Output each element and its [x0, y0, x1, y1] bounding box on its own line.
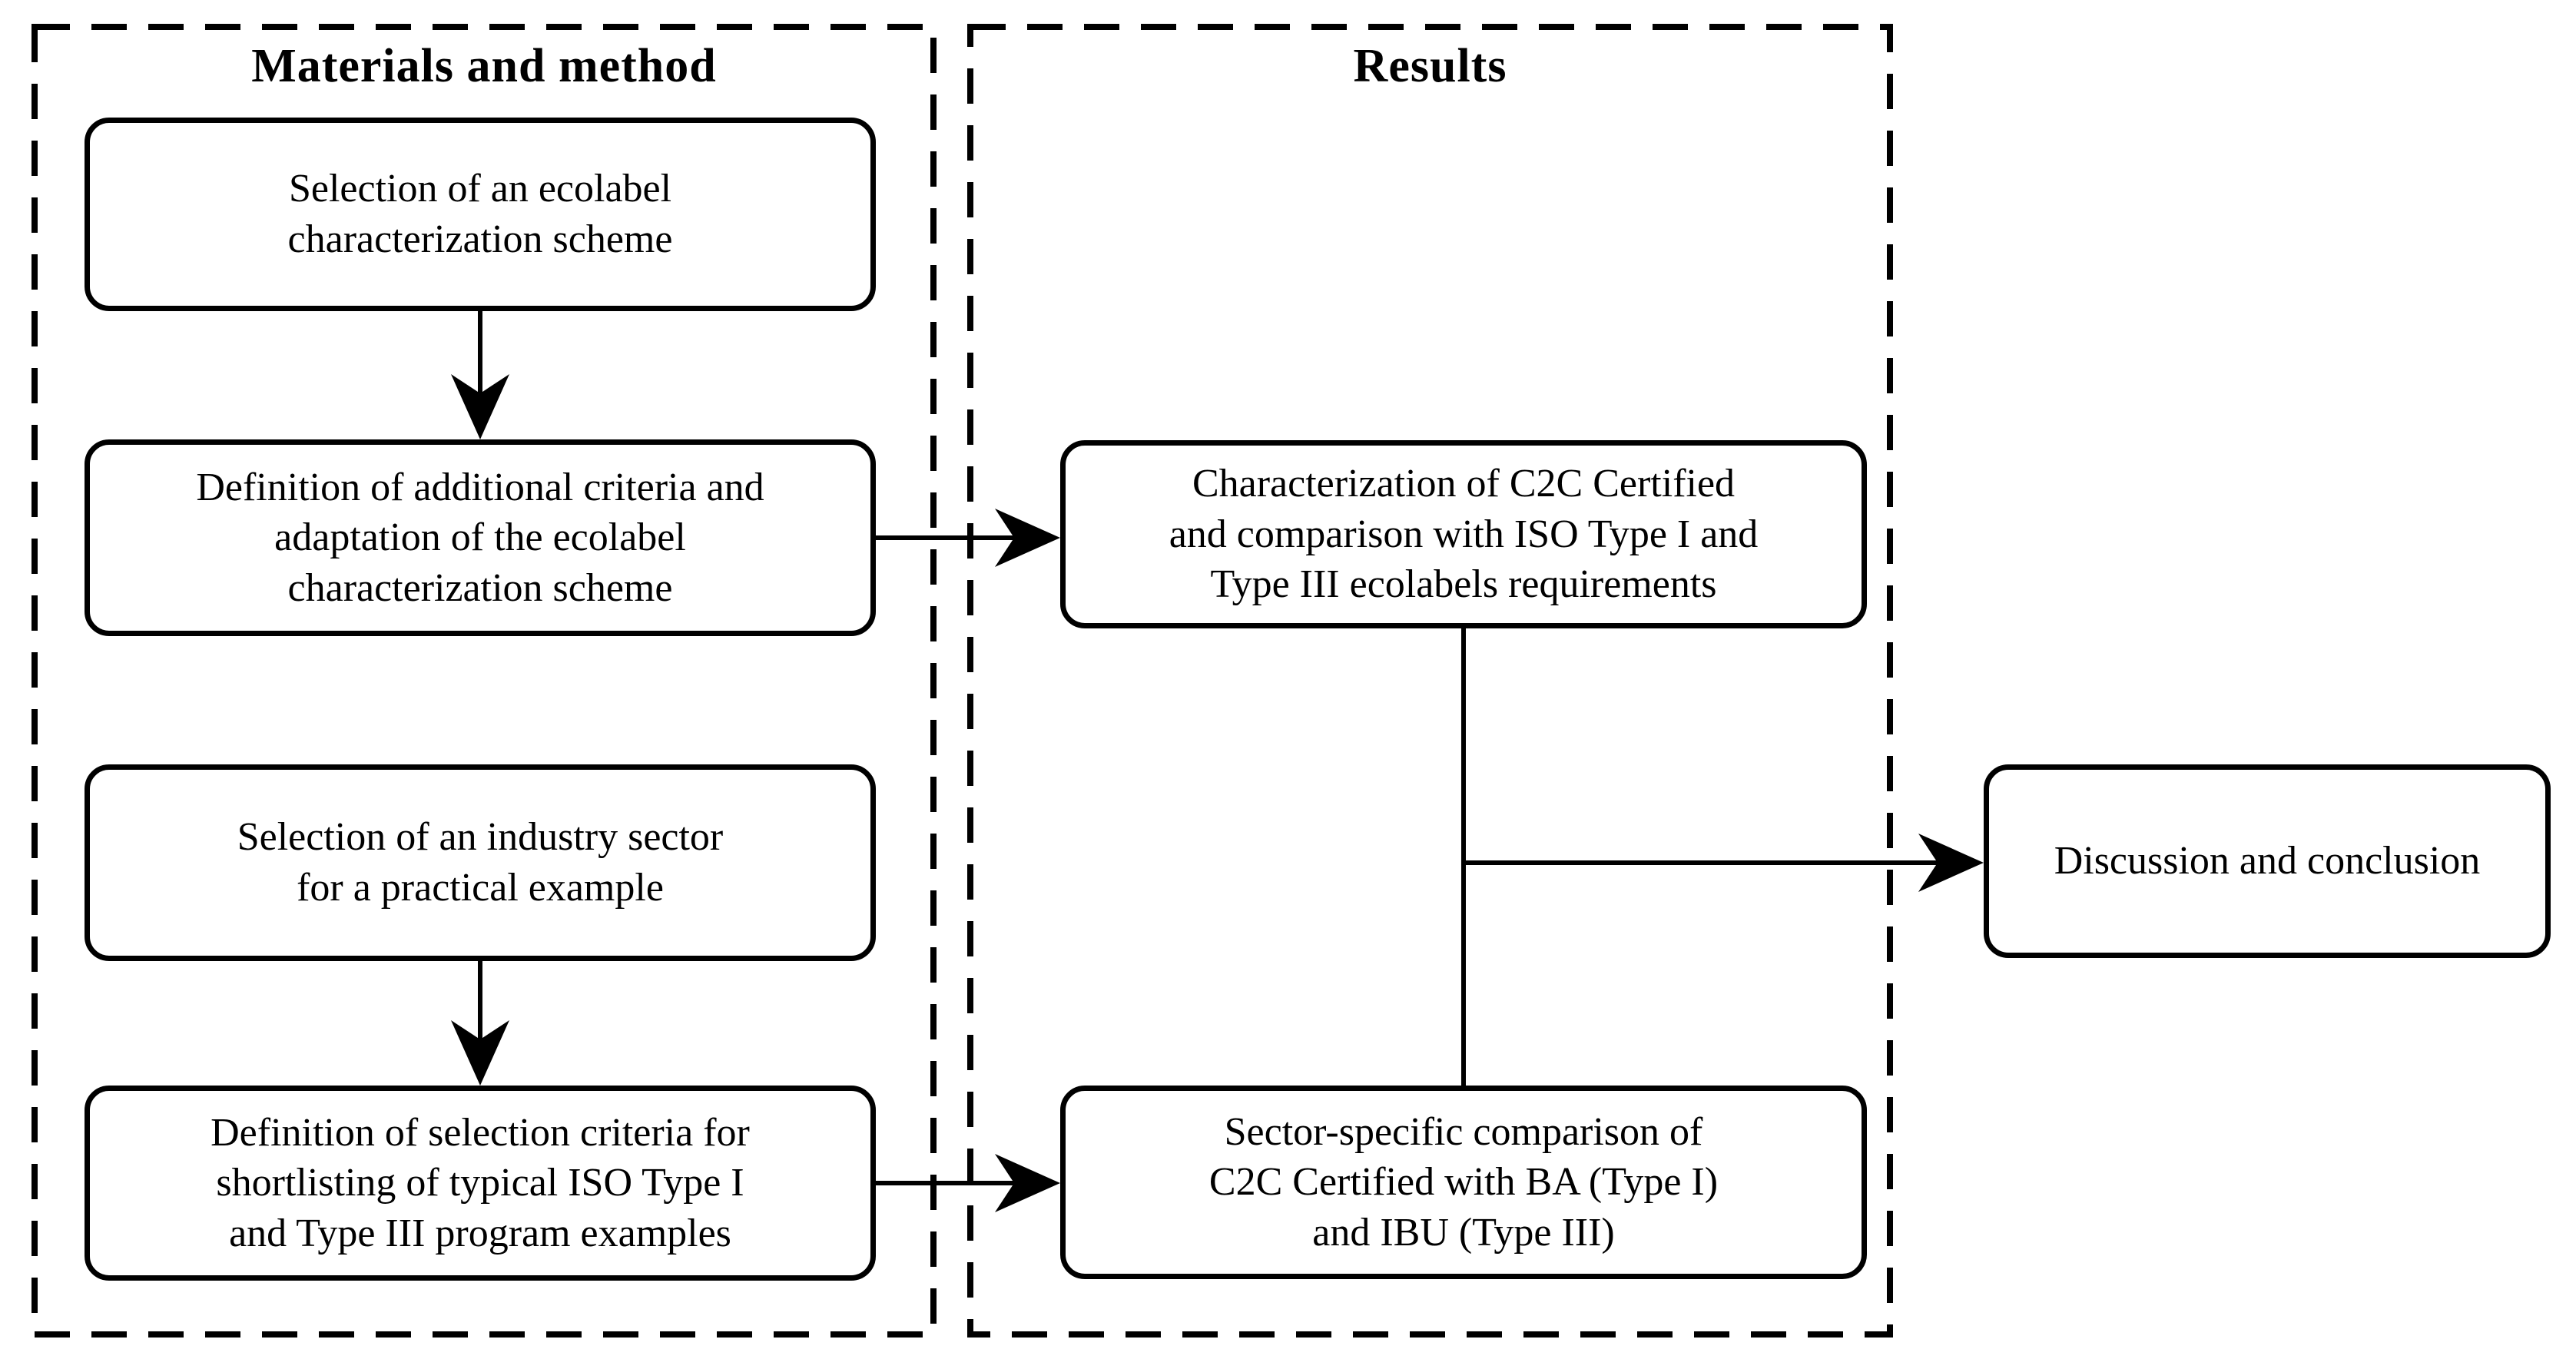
- arrow-m4-to-r2: [876, 1154, 1060, 1212]
- flow-box-line: and comparison with ISO Type I and: [1169, 512, 1759, 556]
- flow-box-line: adaptation of the ecolabel: [274, 515, 686, 560]
- flow-box-line: Selection of an industry sector: [237, 815, 724, 860]
- arrow-m3-to-m4: [451, 961, 509, 1086]
- flow-box-ecolabel-selection: Selection of an ecolabel characterizatio…: [85, 118, 876, 311]
- flow-box-line: and IBU (Type III): [1312, 1210, 1615, 1255]
- flow-box-line: C2C Certified with BA (Type I): [1208, 1160, 1719, 1205]
- arrow-m2-to-r1: [876, 509, 1060, 567]
- flow-box-discussion-conclusion: Discussion and conclusion: [1984, 764, 2551, 958]
- flow-box-line: Discussion and conclusion: [2054, 839, 2481, 883]
- flow-box-c2c-characterization: Characterization of C2C Certified and co…: [1060, 440, 1867, 628]
- materials-dashed-border: [31, 24, 937, 1338]
- flow-box-line: characterization scheme: [287, 217, 673, 261]
- flow-box-selection-criteria: Definition of selection criteria for sho…: [85, 1086, 876, 1281]
- flow-box-line: and Type III program examples: [229, 1211, 731, 1255]
- arrow-results-to-conclusion: [1464, 834, 1984, 892]
- flow-box-line: characterization scheme: [287, 565, 673, 610]
- materials-section-title: Materials and method: [251, 40, 717, 92]
- flow-box-line: shortlisting of typical ISO Type I: [216, 1161, 744, 1205]
- flow-box-line: for a practical example: [297, 866, 664, 910]
- flow-box-line: Definition of selection criteria for: [211, 1110, 750, 1155]
- results-dashed-border: [967, 24, 1893, 1338]
- flow-box-line: Definition of additional criteria and: [196, 465, 764, 509]
- flow-box-line: Selection of an ecolabel: [288, 167, 672, 211]
- flow-box-line: Type III ecolabels requirements: [1210, 562, 1717, 607]
- flow-box-line: Sector-specific comparison of: [1224, 1109, 1703, 1154]
- flow-box-line: Characterization of C2C Certified: [1192, 462, 1736, 506]
- arrow-m1-to-m2: [451, 311, 509, 439]
- flow-box-sector-comparison: Sector-specific comparison of C2C Certif…: [1060, 1086, 1867, 1279]
- flow-box-additional-criteria: Definition of additional criteria and ad…: [85, 439, 876, 636]
- flow-box-industry-sector: Selection of an industry sector for a pr…: [85, 764, 876, 961]
- results-section-title: Results: [1353, 40, 1507, 92]
